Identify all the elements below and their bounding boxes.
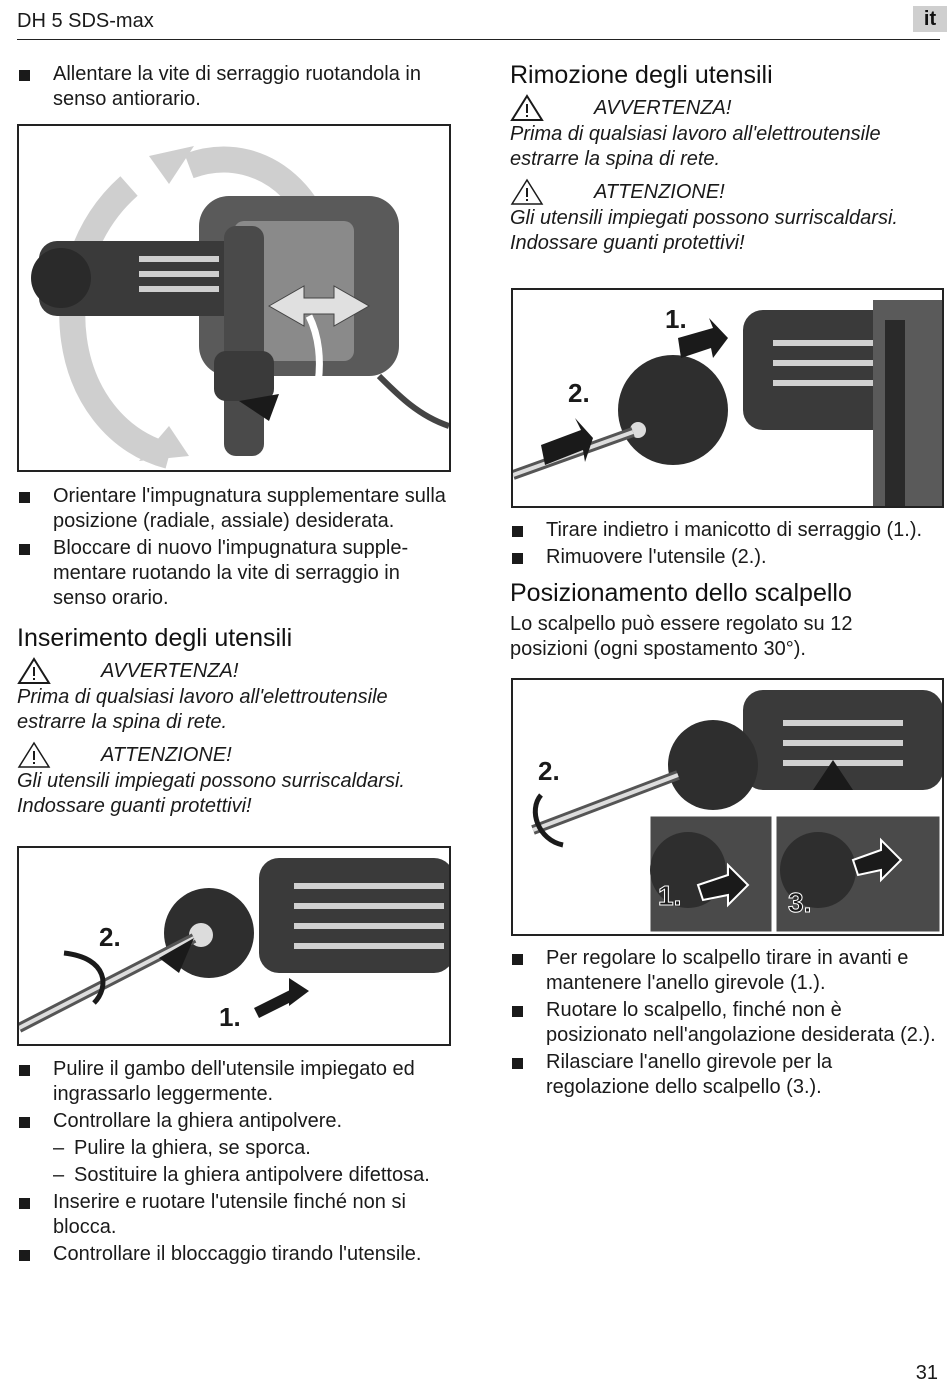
caution-heading: ATTENZIONE! — [510, 178, 930, 206]
tool-insertion-figure: 2. 1. — [17, 846, 451, 1046]
right-column: Rimozione degli utensili AVVERTENZA! Pri… — [510, 60, 930, 262]
document-header-title: DH 5 SDS-max — [17, 10, 154, 32]
right-column-bottom: Per regolare lo scalpello tirare in avan… — [510, 946, 938, 1102]
list-item: Pulire la ghiera, se sporca. — [17, 1136, 449, 1161]
chisel-positioning-figure: 2. 1. 3. — [511, 678, 944, 936]
caution-triangle-icon — [17, 741, 51, 768]
figure-step-label: 3. — [788, 887, 811, 918]
list-item: Sostituire la ghiera antipolvere difetto… — [17, 1163, 449, 1188]
caution-label: ATTENZIONE! — [594, 180, 725, 203]
caution-text: Gli utensili impiegati possono surriscal… — [510, 207, 898, 254]
warning-text: Prima di qualsiasi lavoro all'elettroute… — [510, 123, 881, 170]
list-item: Controllare il bloccaggio tirando l'uten… — [17, 1242, 449, 1267]
list-item: Per regolare lo scalpello tirare in avan… — [510, 946, 938, 996]
list-item: Bloccare di nuovo l'impugnatura supple-m… — [17, 536, 449, 611]
left-column-bottom: Pulire il gambo dell'utensile impiegato … — [17, 1057, 449, 1269]
section-title-remove: Rimozione degli utensili — [510, 61, 773, 89]
warning-label: AVVERTENZA! — [101, 659, 239, 682]
auxiliary-handle-figure — [17, 124, 451, 472]
list-item: Tirare indietro i manicotto di serraggio… — [510, 518, 935, 543]
section-title-insert: Inserimento degli utensili — [17, 624, 293, 652]
tool-removal-figure: 1. 2. — [511, 288, 944, 508]
header-divider — [17, 39, 940, 40]
figure-step-label: 2. — [568, 378, 590, 408]
warning-heading: AVVERTENZA! — [510, 94, 930, 122]
intro-bullet-list: Allentare la vite di serraggio ruotandol… — [17, 62, 449, 112]
list-item: Rilasciare l'anello girevole per la rego… — [510, 1050, 938, 1100]
warning-label: AVVERTENZA! — [594, 96, 732, 119]
figure-step-label: 1. — [665, 304, 687, 334]
handle-bullet-list: Orientare l'impugnatura supplementare su… — [17, 484, 449, 611]
caution-label: ATTENZIONE! — [101, 743, 232, 766]
list-item: Allentare la vite di serraggio ruotandol… — [17, 62, 449, 112]
list-item: Rimuovere l'utensile (2.). — [510, 545, 935, 570]
caution-triangle-icon — [510, 178, 544, 205]
list-item: Controllare la ghiera antipolvere. — [17, 1109, 449, 1134]
language-badge: it — [913, 6, 947, 32]
warning-text: Prima di qualsiasi lavoro all'elettroute… — [17, 686, 388, 733]
warning-triangle-icon — [510, 94, 544, 121]
insert-bullet-list-b: Inserire e ruotare l'utensile finché non… — [17, 1190, 449, 1267]
chisel-intro-text: Lo scalpello può essere regolato su 12 p… — [510, 613, 853, 660]
insert-sub-bullet-list: Pulire la ghiera, se sporca. Sostituire … — [17, 1136, 449, 1188]
page-number: 31 — [915, 1362, 938, 1384]
caution-text: Gli utensili impiegati possono surriscal… — [17, 770, 405, 817]
right-column-middle: Tirare indietro i manicotto di serraggio… — [510, 518, 935, 668]
left-column-middle: Orientare l'impugnatura supplementare su… — [17, 484, 449, 825]
warning-triangle-icon — [17, 657, 51, 684]
figure-step-label: 2. — [538, 756, 560, 786]
insert-bullet-list-a: Pulire il gambo dell'utensile impiegato … — [17, 1057, 449, 1134]
list-item: Orientare l'impugnatura supplementare su… — [17, 484, 449, 534]
figure-step-label: 1. — [658, 880, 681, 911]
warning-heading: AVVERTENZA! — [17, 657, 449, 685]
list-item: Pulire il gambo dell'utensile impiegato … — [17, 1057, 449, 1107]
figure-step-label: 1. — [219, 1002, 241, 1032]
left-column: Allentare la vite di serraggio ruotandol… — [17, 62, 449, 114]
list-item: Inserire e ruotare l'utensile finché non… — [17, 1190, 449, 1240]
chisel-bullet-list: Per regolare lo scalpello tirare in avan… — [510, 946, 938, 1100]
remove-bullet-list: Tirare indietro i manicotto di serraggio… — [510, 518, 935, 570]
figure-step-label: 2. — [99, 922, 121, 952]
list-item: Ruotare lo scalpello, finché non è posiz… — [510, 998, 938, 1048]
caution-heading: ATTENZIONE! — [17, 741, 449, 769]
section-title-chisel: Posizionamento dello scalpello — [510, 579, 852, 607]
